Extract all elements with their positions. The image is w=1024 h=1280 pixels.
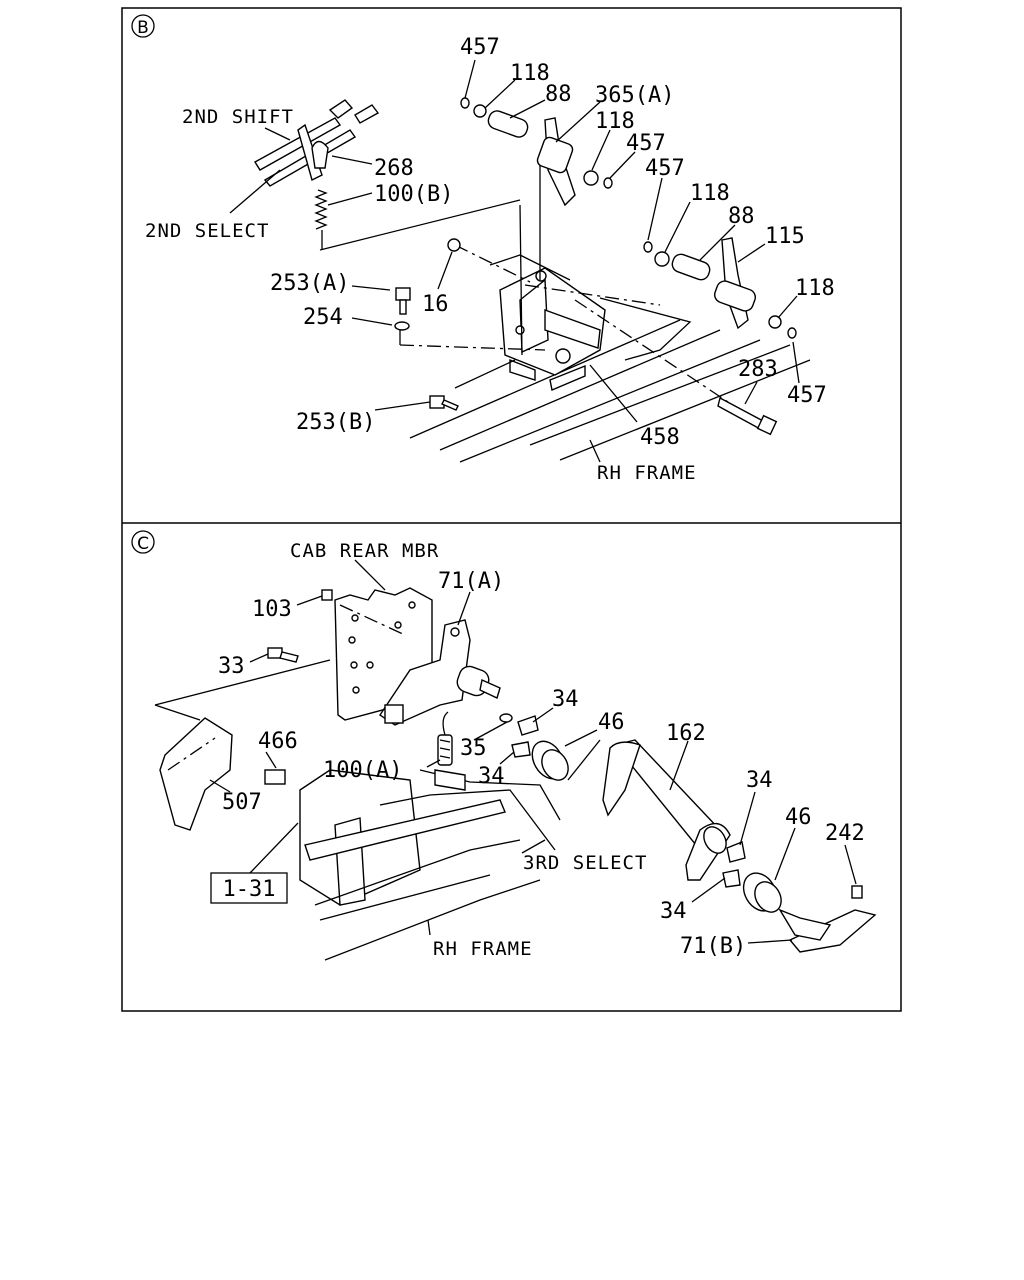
section-b: B bbox=[131, 14, 835, 484]
bracket-assembly bbox=[319, 199, 771, 431]
label-254: 254 bbox=[303, 305, 343, 330]
caption-cab-rear-mbr: CAB REAR MBR bbox=[290, 540, 439, 562]
small-parts-b bbox=[394, 238, 461, 411]
label-268: 268 bbox=[374, 156, 414, 181]
guard-507 bbox=[154, 659, 331, 831]
rh-frame-c bbox=[299, 769, 561, 961]
label-118: 118 bbox=[595, 109, 635, 134]
label-507: 507 bbox=[222, 790, 262, 815]
clips bbox=[264, 589, 746, 888]
label-118: 118 bbox=[795, 276, 835, 301]
rod-162 bbox=[602, 739, 731, 881]
section-b-marker: B bbox=[137, 18, 149, 38]
caption-3rd-select: 3RD SELECT bbox=[523, 852, 647, 874]
section-c-marker: C bbox=[137, 534, 149, 554]
label-118: 118 bbox=[690, 181, 730, 206]
label-253b: 253(B) bbox=[296, 410, 375, 435]
label-34: 34 bbox=[660, 899, 687, 924]
bushing-46a bbox=[531, 740, 569, 781]
label-118: 118 bbox=[510, 61, 550, 86]
label-162: 162 bbox=[666, 721, 706, 746]
leaders-b bbox=[229, 59, 800, 423]
shift-rods bbox=[254, 99, 380, 230]
label-103: 103 bbox=[252, 597, 292, 622]
label-283: 283 bbox=[738, 357, 778, 382]
label-100b: 100(B) bbox=[374, 182, 453, 207]
reference-box bbox=[210, 872, 288, 904]
label-253a: 253(A) bbox=[270, 271, 349, 296]
label-46: 46 bbox=[598, 710, 625, 735]
diagram-frame bbox=[121, 7, 902, 1012]
spring-100a bbox=[437, 711, 453, 766]
lever-365a bbox=[460, 97, 613, 280]
bolt-283 bbox=[717, 396, 778, 436]
label-115: 115 bbox=[765, 224, 805, 249]
label-365a: 365(A) bbox=[595, 83, 674, 108]
label-46: 46 bbox=[785, 805, 812, 830]
label-35: 35 bbox=[460, 736, 487, 761]
label-457: 457 bbox=[645, 156, 685, 181]
label-458: 458 bbox=[640, 425, 680, 450]
label-34: 34 bbox=[746, 768, 773, 793]
rh-frame-b-lines bbox=[409, 319, 811, 463]
label-16: 16 bbox=[422, 292, 449, 317]
section-c: C bbox=[131, 530, 877, 961]
label-71b: 71(B) bbox=[680, 934, 746, 959]
caption-2nd-select: 2ND SELECT bbox=[145, 220, 269, 242]
label-34: 34 bbox=[552, 687, 579, 712]
label-457: 457 bbox=[460, 35, 500, 60]
label-88: 88 bbox=[545, 82, 572, 107]
leaders-c bbox=[209, 559, 857, 944]
label-466: 466 bbox=[258, 729, 298, 754]
label-457: 457 bbox=[787, 383, 827, 408]
lever-115 bbox=[643, 237, 797, 339]
label-100a: 100(A) bbox=[323, 758, 402, 783]
label-34: 34 bbox=[478, 764, 505, 789]
label-33: 33 bbox=[218, 654, 245, 679]
label-71a: 71(A) bbox=[438, 569, 504, 594]
label-242: 242 bbox=[825, 821, 865, 846]
label-457: 457 bbox=[626, 131, 666, 156]
caption-2nd-shift: 2ND SHIFT bbox=[182, 106, 294, 128]
label-88: 88 bbox=[728, 204, 755, 229]
caption-rh-frame-b: RH FRAME bbox=[597, 462, 697, 484]
caption-rh-frame-c: RH FRAME bbox=[433, 938, 533, 960]
bracket-71b bbox=[778, 885, 877, 953]
reference-label: 1-31 bbox=[223, 877, 276, 902]
bracket-71a bbox=[379, 619, 501, 726]
bushing-46b bbox=[742, 872, 782, 913]
